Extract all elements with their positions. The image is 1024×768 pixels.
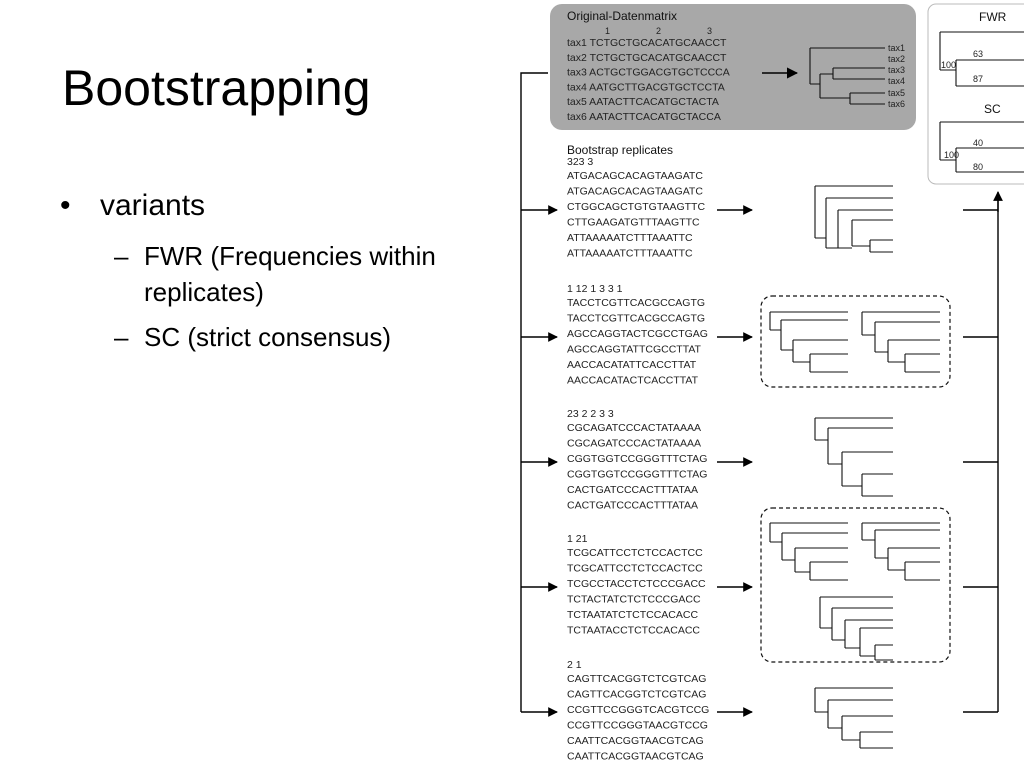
replicate-sequence-row: CAGTTCACGGTCTCGTCAG	[567, 673, 706, 685]
replicate-sequence-row: CGGTGGTCCGGGTTTCTAG	[567, 453, 707, 465]
replicate-groups: 323 3 ATGACAGCACAGTAAGATC ATGACAGCACAGTAAG…	[567, 156, 709, 763]
replicate-group: 1 12 1 3 3 1 TACCTCGTTCACGCCAGTG TACCTCGTT…	[567, 283, 708, 387]
original-sequence-row: tax1 TCTGCTGCACATGCAACCT	[567, 37, 727, 49]
replicate-sequence-row: TCGCCTACCTCTCCCGACC	[567, 578, 706, 590]
tree-label: tax5	[888, 88, 905, 98]
replicate-sequence-row: AACCACATATTCACCTTAT	[567, 359, 697, 371]
replicate-tree	[819, 596, 893, 661]
fwr-support-value: 100	[941, 60, 956, 70]
replicate-tree	[814, 417, 893, 497]
replicate-site-marks: 1 21	[567, 533, 588, 545]
sc-support-value: 100	[944, 150, 959, 160]
replicate-tree	[769, 311, 848, 373]
site-mark: 3	[707, 26, 712, 36]
dash-icon: –	[114, 321, 129, 352]
sc-support-value: 80	[973, 162, 983, 172]
replicate-tree	[814, 185, 893, 253]
replicate-sequence-row: CAATTCACGGTAACGTCAG	[567, 735, 704, 747]
multiple-trees-box	[760, 507, 951, 663]
replicate-sequence-row: TACCTCGTTCACGCCAGTG	[567, 313, 705, 325]
fwr-support-value: 63	[973, 49, 983, 59]
replicate-sequence-row: ATTAAAAATCTTTAAATTC	[567, 248, 693, 260]
replicate-group: 1 21 TCGCATTCCTCTCCACTCC TCGCATTCCTCTCCACT…	[567, 533, 706, 637]
replicate-sequence-row: TCGCATTCCTCTCCACTCC	[567, 563, 703, 575]
original-matrix-rows: tax1 TCTGCTGCACATGCAACCT tax2 TCTGCTGCACA…	[567, 37, 730, 123]
replicate-group: 323 3 ATGACAGCACAGTAAGATC ATGACAGCACAGTAAG…	[567, 156, 705, 260]
tree-label: tax3	[888, 65, 905, 75]
replicate-tree	[814, 687, 893, 749]
replicate-sequence-row: CGCAGATCCCACTATAAAA	[567, 422, 701, 434]
replicate-sequence-row: AGCCAGGTACTCGCCTGAG	[567, 328, 708, 340]
replicate-site-marks: 2 1	[567, 659, 582, 671]
replicate-sequence-row: TACCTCGTTCACGCCAGTG	[567, 297, 705, 309]
tree-label: tax2	[888, 54, 905, 64]
replicate-sequence-row: TCTACTATCTCTCCCGACC	[567, 594, 701, 606]
original-sequence-row: tax3 ACTGCTGGACGTGCTCCCA	[567, 67, 730, 79]
bullet-dot-icon: •	[60, 189, 71, 222]
replicate-sequence-row: TCTAATATCTCTCCACACC	[567, 609, 698, 621]
replicate-sequence-row: ATTAAAAATCTTTAAATTC	[567, 232, 693, 244]
bullet-item-variants: • variants	[60, 188, 510, 224]
fwr-title: FWR	[979, 10, 1007, 24]
sub-bullet-text-fwr: FWR (Frequencies within replicates)	[144, 241, 436, 308]
replicate-tree	[861, 311, 940, 373]
replicate-tree	[861, 522, 940, 581]
replicate-site-marks: 323 3	[567, 156, 593, 168]
replicate-sequence-row: CAGTTCACGGTCTCGTCAG	[567, 689, 706, 701]
original-sequence-row: tax6 AATACTTCACATGCTACCA	[567, 111, 721, 123]
replicate-sequence-row: CTGGCAGCTGTGTAAGTTC	[567, 201, 705, 213]
replicate-sequence-row: TCGCATTCCTCTCCACTCC	[567, 547, 703, 559]
replicate-sequence-row: TCTAATACCTCTCCACACC	[567, 625, 700, 637]
sc-tree	[939, 121, 1024, 173]
bullet-text-variants: variants	[100, 189, 206, 222]
replicate-site-marks: 1 12 1 3 3 1	[567, 283, 623, 295]
replicate-sequence-row: CTTGAAGATGTTTAAGTTC	[567, 217, 700, 229]
sc-support-value: 40	[973, 138, 983, 148]
replicate-sequence-row: ATGACAGCACAGTAAGATC	[567, 170, 703, 182]
results-box	[927, 3, 1024, 185]
original-tree	[809, 47, 885, 105]
bootstrap-replicates-title: Bootstrap replicates	[567, 143, 673, 157]
replicate-sequence-row: AACCACATACTCACCTTAT	[567, 375, 699, 387]
sub-bullet-fwr: – FWR (Frequencies within replicates)	[60, 238, 510, 311]
sc-title: SC	[984, 102, 1001, 116]
tree-label: tax1	[888, 43, 905, 53]
replicate-sequence-row: CAATTCACGGTAACGTCAG	[567, 751, 704, 763]
site-mark: 2	[656, 26, 661, 36]
site-mark: 1	[605, 26, 610, 36]
original-sequence-row: tax5 AATACTTCACATGCTACTA	[567, 96, 719, 108]
sub-bullet-text-sc: SC (strict consensus)	[144, 321, 392, 352]
original-matrix-title: Original-Datenmatrix	[567, 9, 677, 23]
original-sequence-row: tax4 AATGCTTGACGTGCTCCTA	[567, 81, 725, 93]
bullet-list: • variants – FWR (Frequencies within rep…	[60, 188, 510, 363]
replicate-group: 23 2 2 3 3 CGCAGATCCCACTATAAAA CGCAGATCCCA…	[567, 408, 707, 512]
replicate-sequence-row: CGGTGGTCCGGGTTTCTAG	[567, 469, 707, 481]
replicate-sequence-row: CACTGATCCCACTTTATAA	[567, 484, 698, 496]
replicate-sequence-row: CGCAGATCCCACTATAAAA	[567, 438, 701, 450]
original-sequence-row: tax2 TCTGCTGCACATGCAACCT	[567, 52, 727, 64]
replicate-sequence-row: CACTGATCCCACTTTATAA	[567, 500, 698, 512]
fwr-support-value: 87	[973, 74, 983, 84]
replicate-sequence-row: AGCCAGGTATTCGCCTTAT	[567, 344, 702, 356]
right-connector	[963, 197, 999, 713]
slide-title: Bootstrapping	[62, 60, 371, 116]
tree-label: tax6	[888, 99, 905, 109]
left-connector	[520, 72, 548, 712]
replicate-sequence-row: CCGTTCCGGGTAACGTCCG	[567, 720, 708, 732]
replicate-site-marks: 23 2 2 3 3	[567, 408, 614, 420]
fwr-tree	[939, 31, 1024, 87]
sub-bullet-sc: – SC (strict consensus)	[60, 319, 510, 355]
multiple-trees-box	[760, 295, 951, 388]
replicate-sequence-row: ATGACAGCACAGTAAGATC	[567, 186, 703, 198]
replicate-sequence-row: CCGTTCCGGGTCACGTCCG	[567, 704, 709, 716]
tree-label: tax4	[888, 76, 905, 86]
replicate-tree	[769, 522, 848, 581]
replicate-group: 2 1 CAGTTCACGGTCTCGTCAG CAGTTCACGGTCTCGTCA…	[567, 659, 709, 763]
dash-icon: –	[114, 241, 129, 271]
